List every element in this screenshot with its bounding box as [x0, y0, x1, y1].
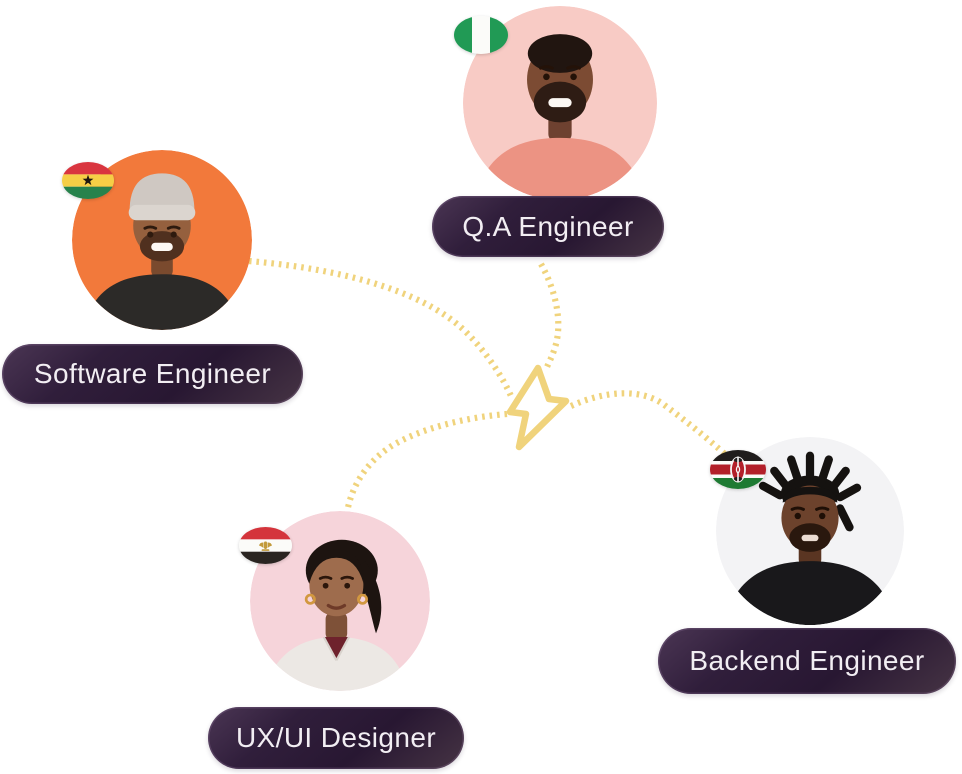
role-badge-qa-engineer: Q.A Engineer	[432, 196, 664, 257]
role-label-qa-engineer: Q.A Engineer	[462, 210, 634, 242]
kenya-flag-icon	[710, 450, 766, 489]
avatar-qa-engineer	[463, 6, 657, 200]
role-badge-ux-ui-designer: UX/UI Designer	[208, 707, 464, 769]
nigeria-flag-icon	[454, 16, 508, 54]
connector-hub-to-ux	[343, 410, 508, 514]
role-label-backend-engineer: Backend Engineer	[689, 645, 925, 676]
egypt-flag-icon	[239, 527, 292, 564]
role-label-ux-ui-designer: UX/UI Designer	[235, 722, 437, 753]
lightning-bolt-icon	[506, 364, 570, 451]
role-badge-backend-engineer: Backend Engineer	[658, 628, 956, 694]
role-label-software-engineer: Software Engineer	[33, 358, 272, 389]
ghana-flag-icon	[62, 162, 114, 199]
avatar-ux-ui-designer	[250, 511, 430, 691]
avatar-photo-qa-engineer	[463, 6, 657, 200]
avatar-photo-ux-ui-designer	[250, 511, 430, 691]
connector-qa-to-hub	[538, 262, 562, 369]
connector-hub-to-backend	[569, 390, 730, 459]
role-badge-software-engineer: Software Engineer	[2, 344, 303, 404]
